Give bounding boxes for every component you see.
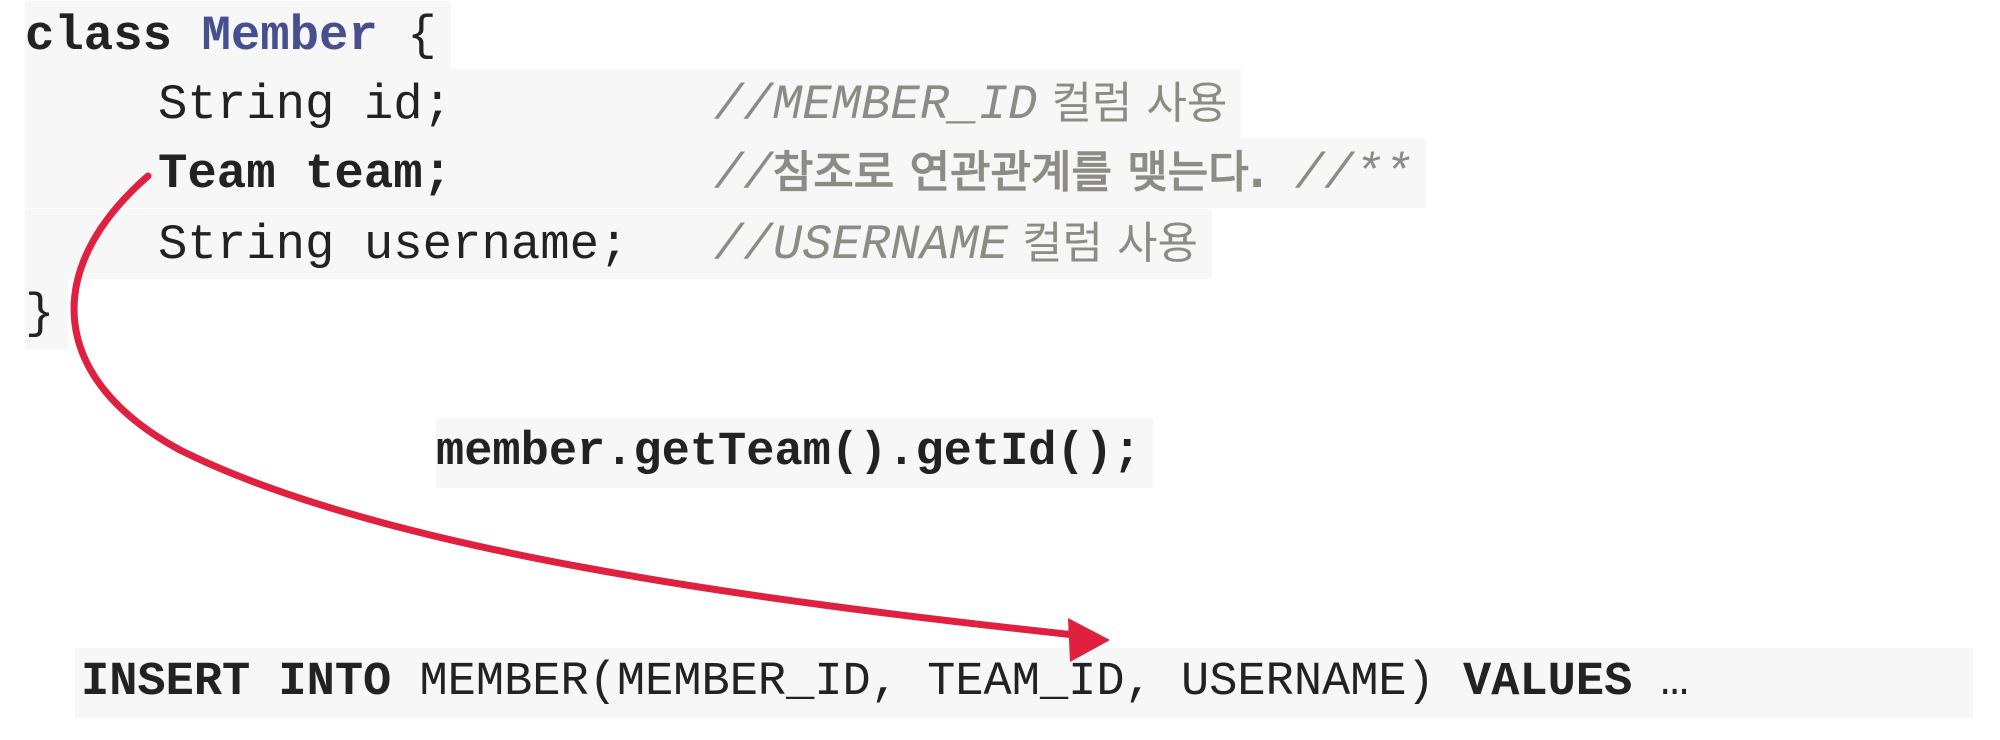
sql-insert-line: INSERT INTO MEMBER(MEMBER_ID, TEAM_ID, U…: [75, 648, 1973, 718]
sql-insert-keyword: INSERT INTO: [81, 656, 392, 709]
field-comment-tail-team: //**: [1265, 146, 1413, 202]
sql-values-keyword: VALUES: [1463, 656, 1633, 709]
field-comment-text-team: 참조로 연관관계를 맺는다.: [772, 147, 1266, 198]
close-brace: }: [25, 286, 55, 342]
field-line-username: String username; //USERNAME 컬럼 사용: [25, 209, 1212, 279]
class-name: Member: [201, 8, 378, 64]
close-brace-line: }: [25, 279, 69, 349]
field-comment-text-id: 컬럼 사용: [1037, 78, 1228, 129]
sql-tail: …: [1632, 656, 1689, 709]
class-declaration-line: class Member {: [25, 1, 451, 71]
sql-insert-body: MEMBER(MEMBER_ID, TEAM_ID, USERNAME): [391, 656, 1464, 709]
field-line-team: Team team; //참조로 연관관계를 맺는다. //**: [25, 138, 1427, 208]
field-declaration-team: Team team;: [158, 146, 453, 202]
field-comment-text-username: 컬럼 사용: [1008, 218, 1198, 269]
field-declaration-id: String id;: [158, 77, 453, 133]
class-keyword: class: [25, 8, 173, 64]
open-brace: {: [377, 8, 437, 64]
method-call-line: member.getTeam().getId();: [436, 418, 1154, 488]
field-comment-code-id: //MEMBER_ID: [714, 77, 1038, 133]
field-comment-code-team: //: [714, 146, 773, 202]
field-line-id: String id; //MEMBER_ID 컬럼 사용: [25, 69, 1242, 139]
field-declaration-username: String username;: [158, 217, 629, 273]
field-comment-code-username: //USERNAME: [714, 217, 1009, 273]
